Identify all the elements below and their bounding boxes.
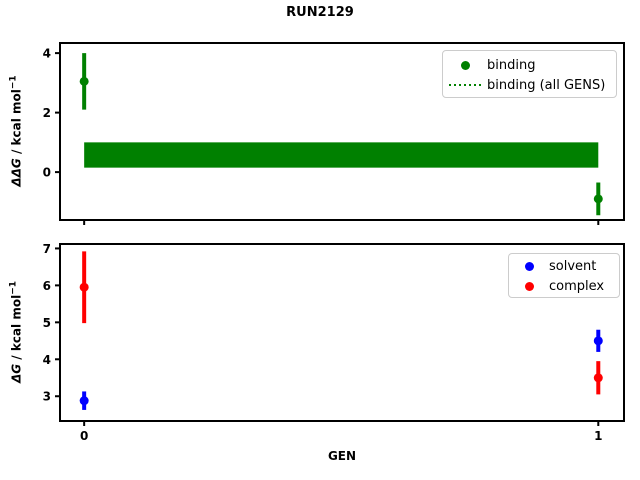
figure-title: RUN2129 [286,5,354,20]
x-axis-label: GEN [327,449,357,463]
solvent-dot-icon [524,261,534,271]
ylabel-top-units: / kcal mol [9,89,24,159]
axes-frame-bottom [59,243,625,422]
binding-all-gens-dotted-line-icon [448,84,482,86]
y-tick-label: 5 [43,316,51,330]
y-tick-label: 3 [43,390,51,404]
ylabel-top-exponent: −1 [8,75,19,90]
y-tick-label: 6 [43,279,51,293]
legend-label-binding: binding [487,57,536,73]
legend-bottom: solvent complex [508,253,620,298]
x-tick-label: 0 [80,429,88,443]
y-tick-label: 7 [43,242,51,256]
y-axis-label-bottom: ΔG / kcal mol−1 [9,281,24,383]
legend-top: binding binding (all GENS) [442,50,617,98]
data-point-solvent [593,336,603,346]
ylabel-top-symbol: ΔΔG [9,158,24,187]
y-tick-label: 2 [43,106,51,120]
data-point-complex [593,373,603,383]
data-point-binding [593,194,603,204]
data-point-binding [79,76,89,86]
legend-label-binding-all-gens: binding (all GENS) [487,77,606,93]
y-tick-label: 4 [43,47,51,61]
complex-dot-icon [524,281,534,291]
legend-entry-binding: binding [443,55,616,75]
y-tick-label: 4 [43,353,51,367]
legend-swatch-area [443,60,487,70]
legend-label-solvent: solvent [549,258,597,274]
band-binding-all-gens [84,142,599,168]
ylabel-bottom-units: / kcal mol [9,294,24,364]
binding-dot-icon [460,60,470,70]
ylabel-bottom-symbol: ΔG [9,363,24,384]
axes-frame-top [59,42,625,221]
ylabel-bottom-exponent: −1 [8,280,19,295]
legend-entry-complex: complex [509,276,619,296]
data-point-solvent [79,396,89,406]
legend-label-complex: complex [549,278,605,294]
y-tick-label: 0 [43,166,51,180]
legend-swatch-area [509,281,549,291]
y-axis-label-top: ΔΔG / kcal mol−1 [9,75,24,186]
legend-entry-binding-all-gens: binding (all GENS) [443,75,616,95]
legend-swatch-area [509,261,549,271]
legend-entry-solvent: solvent [509,256,619,276]
legend-swatch-area [443,84,487,86]
data-point-complex [79,282,89,292]
x-tick-label: 1 [594,429,602,443]
